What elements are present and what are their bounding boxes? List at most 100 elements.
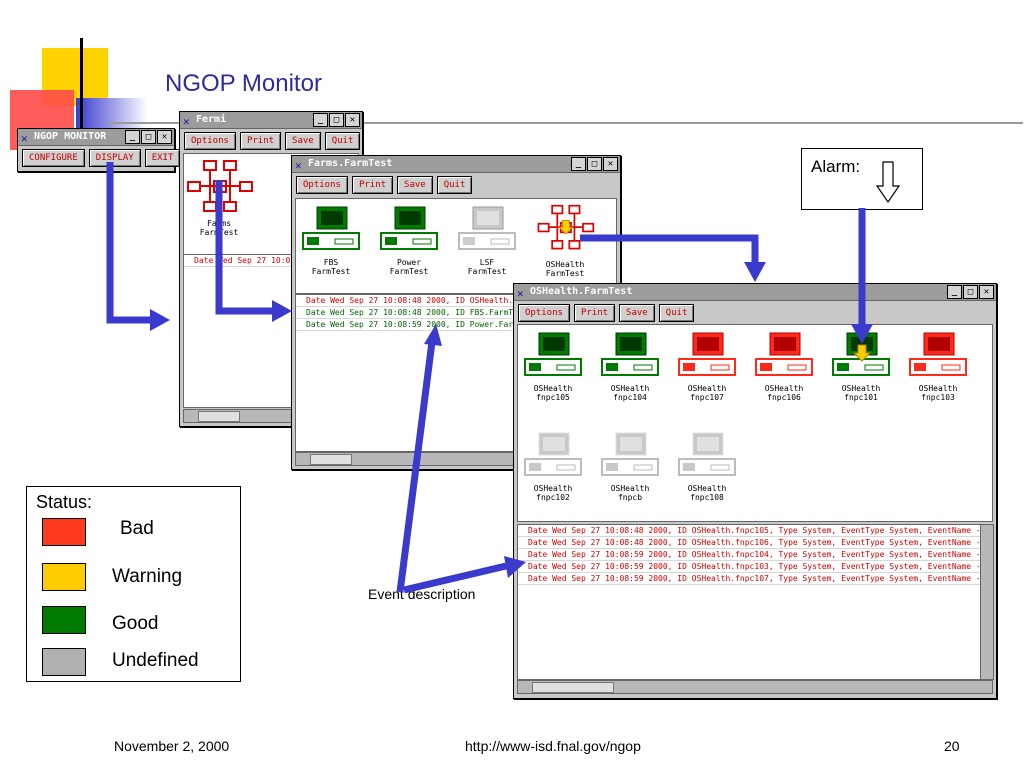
event-description-label: Event description bbox=[368, 586, 476, 602]
ngop-monitor-window: ✕ NGOP MONITOR _ □ ✕ CONFIGURE DISPLAY E… bbox=[17, 128, 181, 172]
arrow-down-icon bbox=[875, 161, 901, 204]
good-label: Good bbox=[112, 613, 159, 634]
lsf-node-name: LSF bbox=[479, 258, 495, 267]
host-node-name: OSHealth bbox=[841, 384, 881, 393]
print-button[interactable]: Print bbox=[573, 304, 616, 322]
lsf-node[interactable]: LSF FarmTest bbox=[452, 205, 522, 276]
save-button[interactable]: Save bbox=[397, 176, 433, 194]
save-button[interactable]: Save bbox=[619, 304, 655, 322]
quit-button[interactable]: Quit bbox=[324, 132, 361, 150]
exit-button[interactable]: EXIT bbox=[144, 149, 181, 167]
fbs-node[interactable]: FBS FarmTest bbox=[296, 205, 366, 276]
host-node-sub: fnpc105 bbox=[536, 393, 570, 402]
oshealth-window-title: OSHealth.FarmTest bbox=[530, 286, 633, 297]
power-node-name: Power bbox=[396, 258, 422, 267]
host-node-sub: fnpc101 bbox=[844, 393, 878, 402]
minimize-button[interactable]: _ bbox=[571, 157, 586, 171]
x-window-icon: ✕ bbox=[295, 159, 302, 172]
bad-swatch bbox=[42, 518, 86, 546]
computer-icon bbox=[601, 432, 659, 476]
log-row[interactable]: Date Wed Sep 27 10:08:59 2000, ID OSHeal… bbox=[518, 573, 980, 585]
power-node-sub: FarmTest bbox=[389, 267, 429, 276]
computer-icon bbox=[524, 432, 582, 476]
log-row[interactable]: Date Wed Sep 27 10:08:48 2000, ID FBS.Fa… bbox=[296, 307, 616, 319]
options-button[interactable]: Options bbox=[518, 304, 570, 322]
oshealth-node[interactable]: OSHealth FarmTest bbox=[530, 199, 600, 278]
oshealth-node-sub: FarmTest bbox=[545, 269, 585, 278]
log-row[interactable]: Date Wed Sep 27 10:08 bbox=[184, 255, 358, 267]
farms-toolbar: Options Print Save Quit bbox=[292, 173, 620, 197]
configure-button[interactable]: CONFIGURE bbox=[22, 149, 85, 167]
minimize-button[interactable]: _ bbox=[125, 130, 140, 144]
close-button[interactable]: ✕ bbox=[979, 285, 994, 299]
undefined-swatch bbox=[42, 648, 86, 676]
maximize-button[interactable]: □ bbox=[963, 285, 978, 299]
log-row[interactable]: Date Wed Sep 27 10:08:59 2000, ID Power.… bbox=[296, 319, 616, 331]
quit-button[interactable]: Quit bbox=[436, 176, 473, 194]
computer-icon bbox=[832, 332, 890, 376]
alarm-label: Alarm: bbox=[811, 157, 861, 176]
oshealth-titlebar[interactable]: ✕ OSHealth.FarmTest _ □ ✕ bbox=[514, 284, 996, 301]
host-node-sub: fnpcb bbox=[617, 493, 643, 502]
log-row[interactable]: Date Wed Sep 27 10:08:59 2000, ID OSHeal… bbox=[518, 561, 980, 573]
monitor-window-title: NGOP MONITOR bbox=[34, 131, 107, 142]
save-button[interactable]: Save bbox=[285, 132, 321, 150]
computer-icon bbox=[678, 332, 736, 376]
page-number: 20 bbox=[944, 738, 960, 754]
close-button[interactable]: ✕ bbox=[603, 157, 618, 171]
oshealth-horizontal-scrollbar[interactable] bbox=[517, 680, 993, 694]
log-row[interactable]: Date Wed Sep 27 10:08:48 2000, ID OSHeal… bbox=[518, 537, 980, 549]
minimize-button[interactable]: _ bbox=[947, 285, 962, 299]
close-button[interactable]: ✕ bbox=[345, 113, 360, 127]
maximize-button[interactable]: □ bbox=[329, 113, 344, 127]
fbs-node-sub: FarmTest bbox=[311, 267, 351, 276]
quit-button[interactable]: Quit bbox=[658, 304, 695, 322]
host-node-name: OSHealth bbox=[687, 484, 727, 493]
computer-icon bbox=[524, 332, 582, 376]
lsf-node-sub: FarmTest bbox=[467, 267, 507, 276]
decor-vertical-line bbox=[80, 38, 83, 156]
farms-titlebar[interactable]: ✕ Farms.FarmTest _ □ ✕ bbox=[292, 156, 620, 173]
log-row[interactable]: Date Wed Sep 27 10:08:48 2000, ID OSHeal… bbox=[518, 525, 980, 537]
undefined-label: Undefined bbox=[112, 650, 199, 671]
minimize-button[interactable]: _ bbox=[313, 113, 328, 127]
footer-date: November 2, 2000 bbox=[114, 738, 230, 754]
maximize-button[interactable]: □ bbox=[587, 157, 602, 171]
oshealth-event-log: Date Wed Sep 27 10:08:48 2000, ID OSHeal… bbox=[517, 524, 981, 680]
fbs-node-name: FBS bbox=[323, 258, 339, 267]
print-button[interactable]: Print bbox=[351, 176, 394, 194]
host-node-sub: fnpc107 bbox=[690, 393, 724, 402]
close-button[interactable]: ✕ bbox=[157, 130, 172, 144]
monitor-toolbar: CONFIGURE DISPLAY EXIT bbox=[18, 146, 181, 170]
status-legend bbox=[26, 486, 241, 682]
oshealth-vertical-scrollbar[interactable] bbox=[980, 524, 994, 680]
log-row[interactable]: Date Wed Sep 27 10:08:59 2000, ID OSHeal… bbox=[518, 549, 980, 561]
host-node-name: OSHealth bbox=[610, 484, 650, 493]
x-window-icon: ✕ bbox=[183, 115, 190, 128]
maximize-button[interactable]: □ bbox=[141, 130, 156, 144]
fermi-toolbar: Options Print Save Quit bbox=[180, 129, 362, 153]
power-node[interactable]: Power FarmTest bbox=[374, 205, 444, 276]
options-button[interactable]: Options bbox=[184, 132, 236, 150]
host-node-name: OSHealth bbox=[687, 384, 727, 393]
fermi-titlebar[interactable]: ✕ Fermi _ □ ✕ bbox=[180, 112, 362, 129]
network-icon bbox=[537, 204, 595, 250]
log-row[interactable]: Date Wed Sep 27 10:08:48 2000, ID OSHeal… bbox=[296, 295, 616, 307]
oshealth-node-name: OSHealth bbox=[545, 260, 585, 269]
computer-icon bbox=[601, 332, 659, 376]
options-button[interactable]: Options bbox=[296, 176, 348, 194]
monitor-titlebar[interactable]: ✕ NGOP MONITOR _ □ ✕ bbox=[18, 129, 174, 146]
display-button[interactable]: DISPLAY bbox=[88, 149, 141, 167]
footer-url[interactable]: http://www-isd.fnal.gov/ngop bbox=[465, 738, 641, 754]
print-button[interactable]: Print bbox=[239, 132, 282, 150]
